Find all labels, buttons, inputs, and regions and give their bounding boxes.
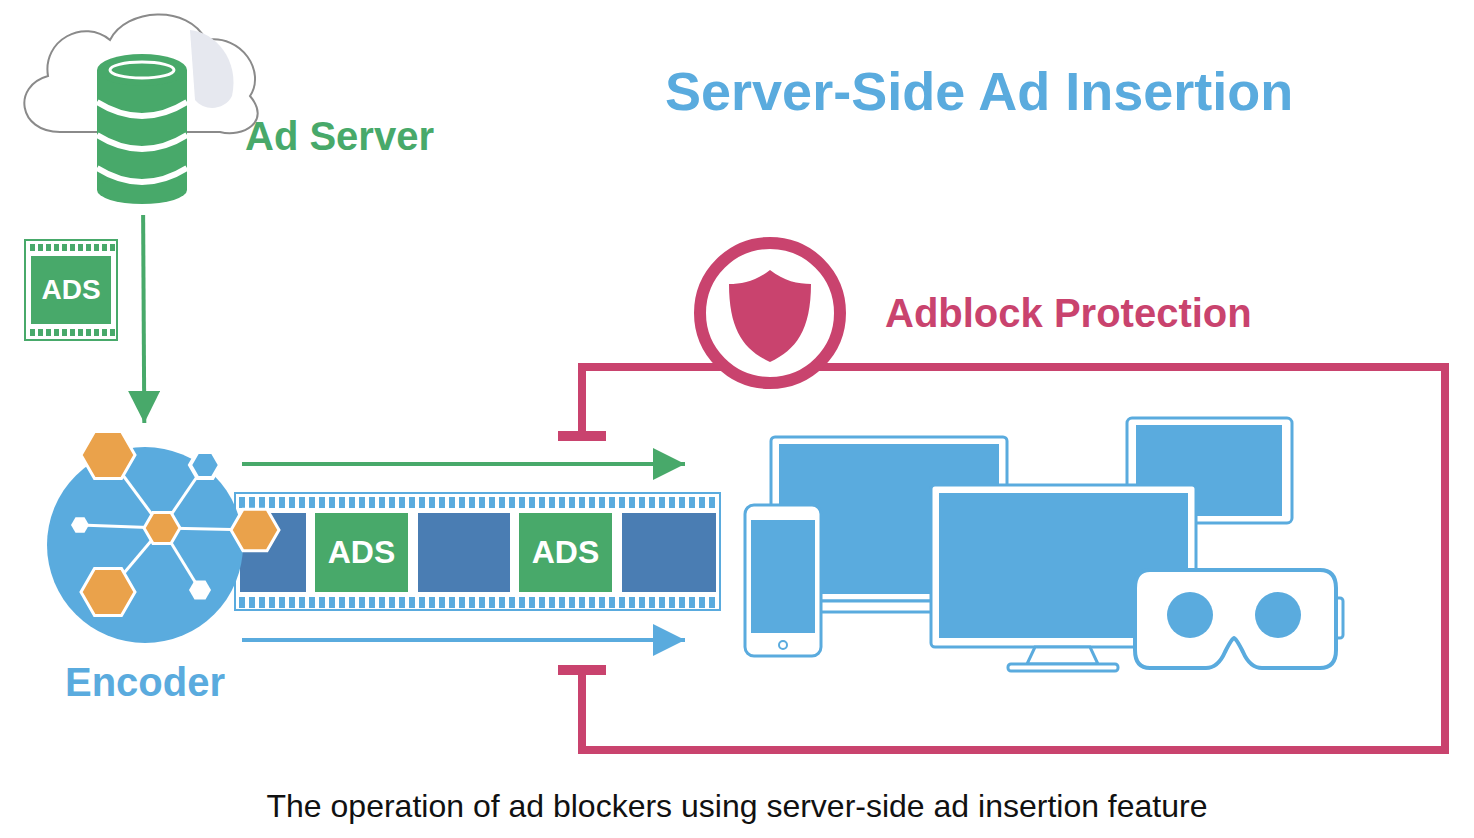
ad-film-icon: ADS xyxy=(25,240,117,340)
vr-headset-icon xyxy=(1135,570,1343,668)
node-label: Ad Server xyxy=(245,113,434,159)
phone-icon xyxy=(745,505,821,656)
node-label: Adblock Protection xyxy=(885,290,1252,336)
ad-server-icon: Ad Server xyxy=(25,10,260,205)
diagram-title: Server-Side Ad Insertion xyxy=(665,60,1293,122)
node-label: Encoder xyxy=(45,659,245,705)
film-strip xyxy=(235,493,720,610)
ad-segment: ADS xyxy=(519,513,612,592)
diagram-caption: The operation of ad blockers using serve… xyxy=(0,788,1474,825)
adblock-shield-shape xyxy=(695,238,845,388)
stream-arrow xyxy=(242,638,685,642)
adblock-shield: Adblock Protection xyxy=(695,238,845,388)
ad-label: ADS xyxy=(41,274,100,306)
stream-arrow xyxy=(242,462,685,466)
encoder-icon: Encoder xyxy=(45,445,245,645)
ad-label: ADS xyxy=(532,534,600,571)
ad-segment: ADS xyxy=(315,513,408,592)
encoder-icon-shape xyxy=(45,445,245,645)
ad-label: ADS xyxy=(328,534,396,571)
protection-loop xyxy=(558,367,1445,750)
ad-server-icon-shape xyxy=(25,10,260,205)
devices xyxy=(745,418,1343,671)
flow-arrow xyxy=(143,215,144,423)
